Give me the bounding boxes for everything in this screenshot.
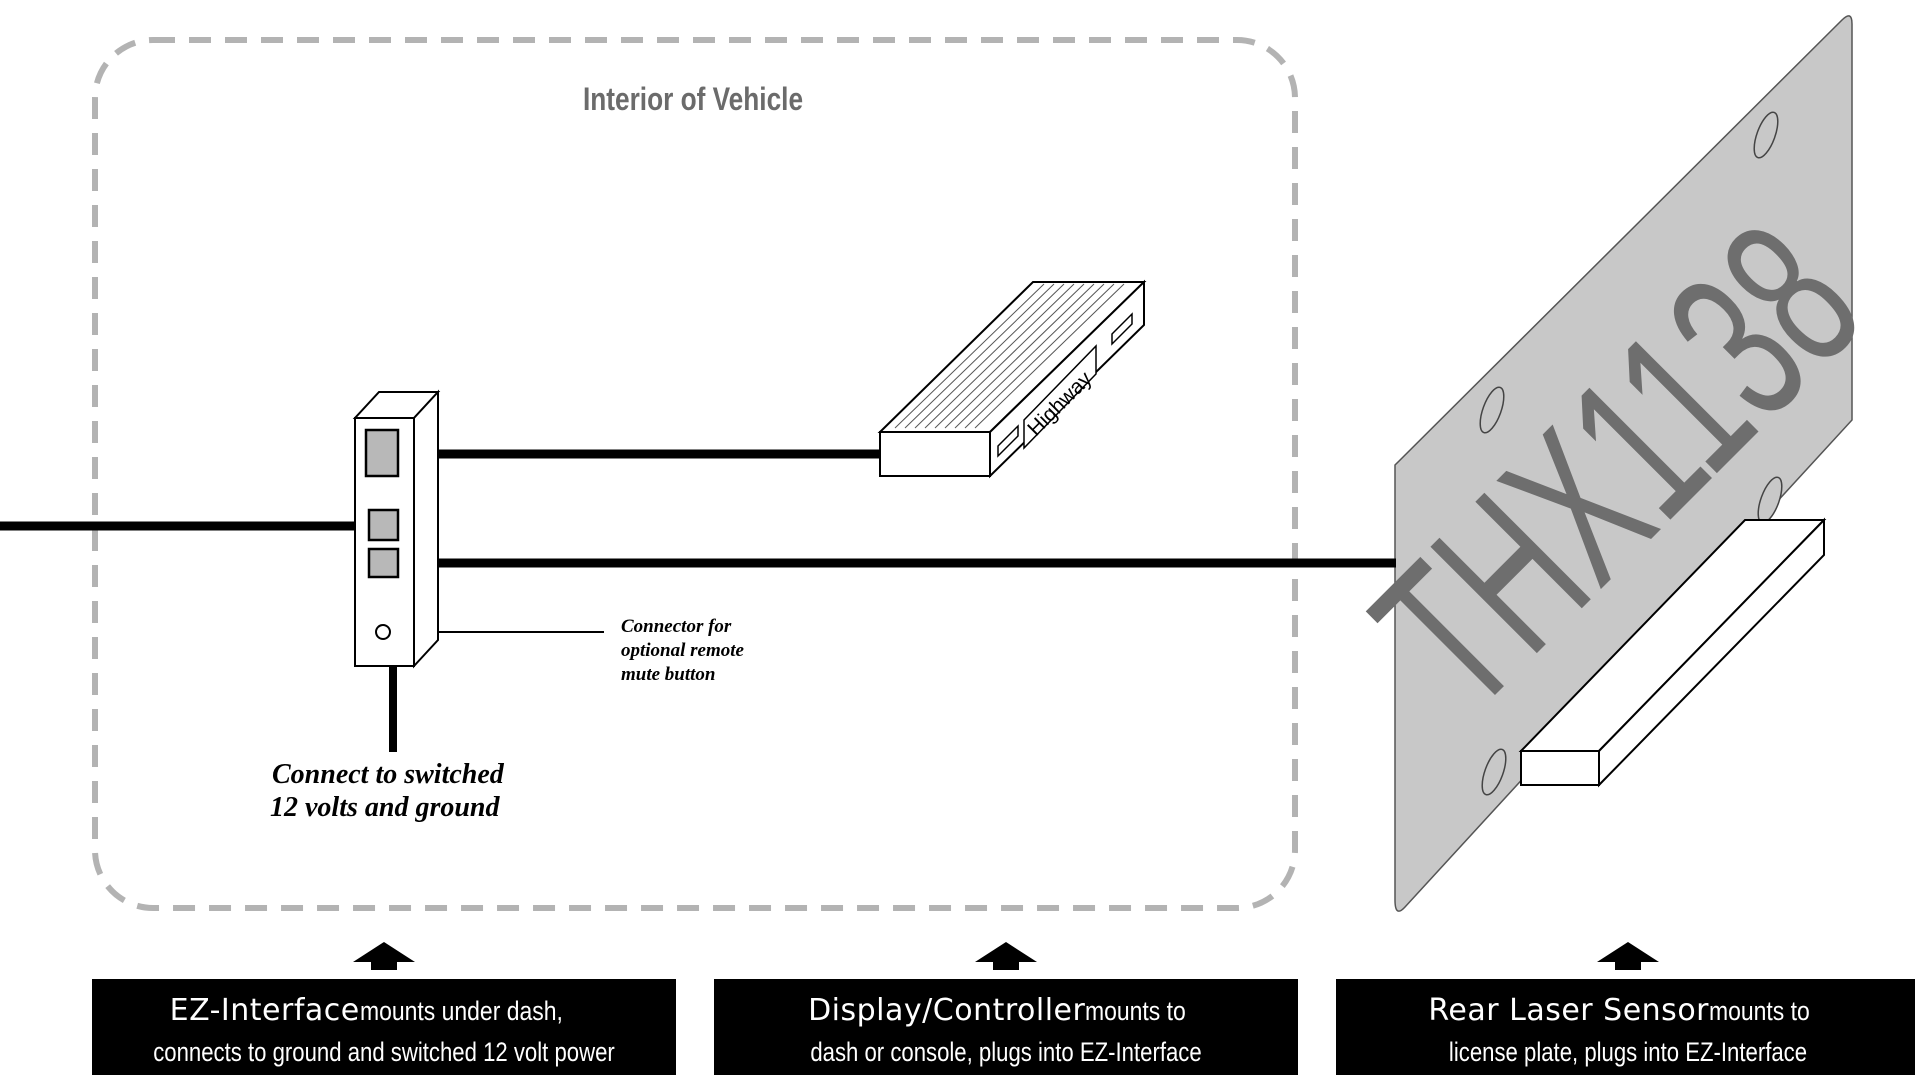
plate-hole-top-left [1479, 386, 1505, 434]
remote-note-line-2: optional remote [621, 640, 745, 661]
up-arrow-icon [975, 942, 1037, 970]
remote-note-line-1: Connector for [621, 616, 732, 637]
display-side-slot-right [1111, 312, 1133, 346]
caption-rear-laser-sensor: Rear Laser Sensor mounts to license plat… [1336, 979, 1915, 1075]
region-label: Interior of Vehicle [583, 83, 803, 118]
power-note-line-1: Connect to switched [272, 759, 505, 790]
caption-line2: dash or console, plugs into EZ-Interface [810, 1037, 1202, 1067]
display-vent-lines [894, 283, 1125, 429]
up-arrow-icon [1597, 942, 1659, 970]
license-plate: THX1138 [1330, 15, 1904, 912]
sensor-port [367, 547, 400, 579]
plate-hole-bottom-left [1481, 748, 1507, 796]
caption-ez-interface: EZ-Interface mounts under dash, connects… [92, 979, 676, 1075]
caption-product-name: EZ-Interface [169, 993, 360, 1028]
caption-line1-rest: mounts under dash, [359, 996, 563, 1026]
remote-mute-connector [375, 624, 391, 640]
caption-line2: connects to ground and switched 12 volt … [153, 1037, 615, 1067]
caption-product-name: Display/Controller [808, 993, 1086, 1028]
caption-product-name: Rear Laser Sensor [1428, 993, 1710, 1028]
caption-line2: license plate, plugs into EZ-Interface [1448, 1037, 1808, 1067]
up-arrow-icon [353, 942, 415, 970]
remote-note-line-3: mute button [621, 664, 716, 685]
display-controller: Highway [877, 279, 1147, 479]
remote-note: Connector for optional remote mute butto… [621, 616, 749, 685]
display-port [364, 428, 400, 478]
rear-laser-sensor [1518, 517, 1827, 788]
caption-display-controller: Display/Controller mounts to dash or con… [714, 979, 1298, 1075]
power-note-line-2: 12 volts and ground [270, 792, 500, 823]
caption-line1-rest: mounts to [1085, 996, 1187, 1026]
ez-interface-box [352, 389, 441, 669]
caption-line1-rest: mounts to [1709, 996, 1810, 1026]
display-side-slot-left [997, 424, 1019, 458]
display-label-panel [1023, 344, 1097, 450]
plate-hole-top-right [1753, 111, 1779, 159]
power-note: Connect to switched 12 volts and ground [270, 759, 511, 823]
vehicle-interior-boundary [92, 37, 1298, 911]
power-port [367, 508, 400, 542]
